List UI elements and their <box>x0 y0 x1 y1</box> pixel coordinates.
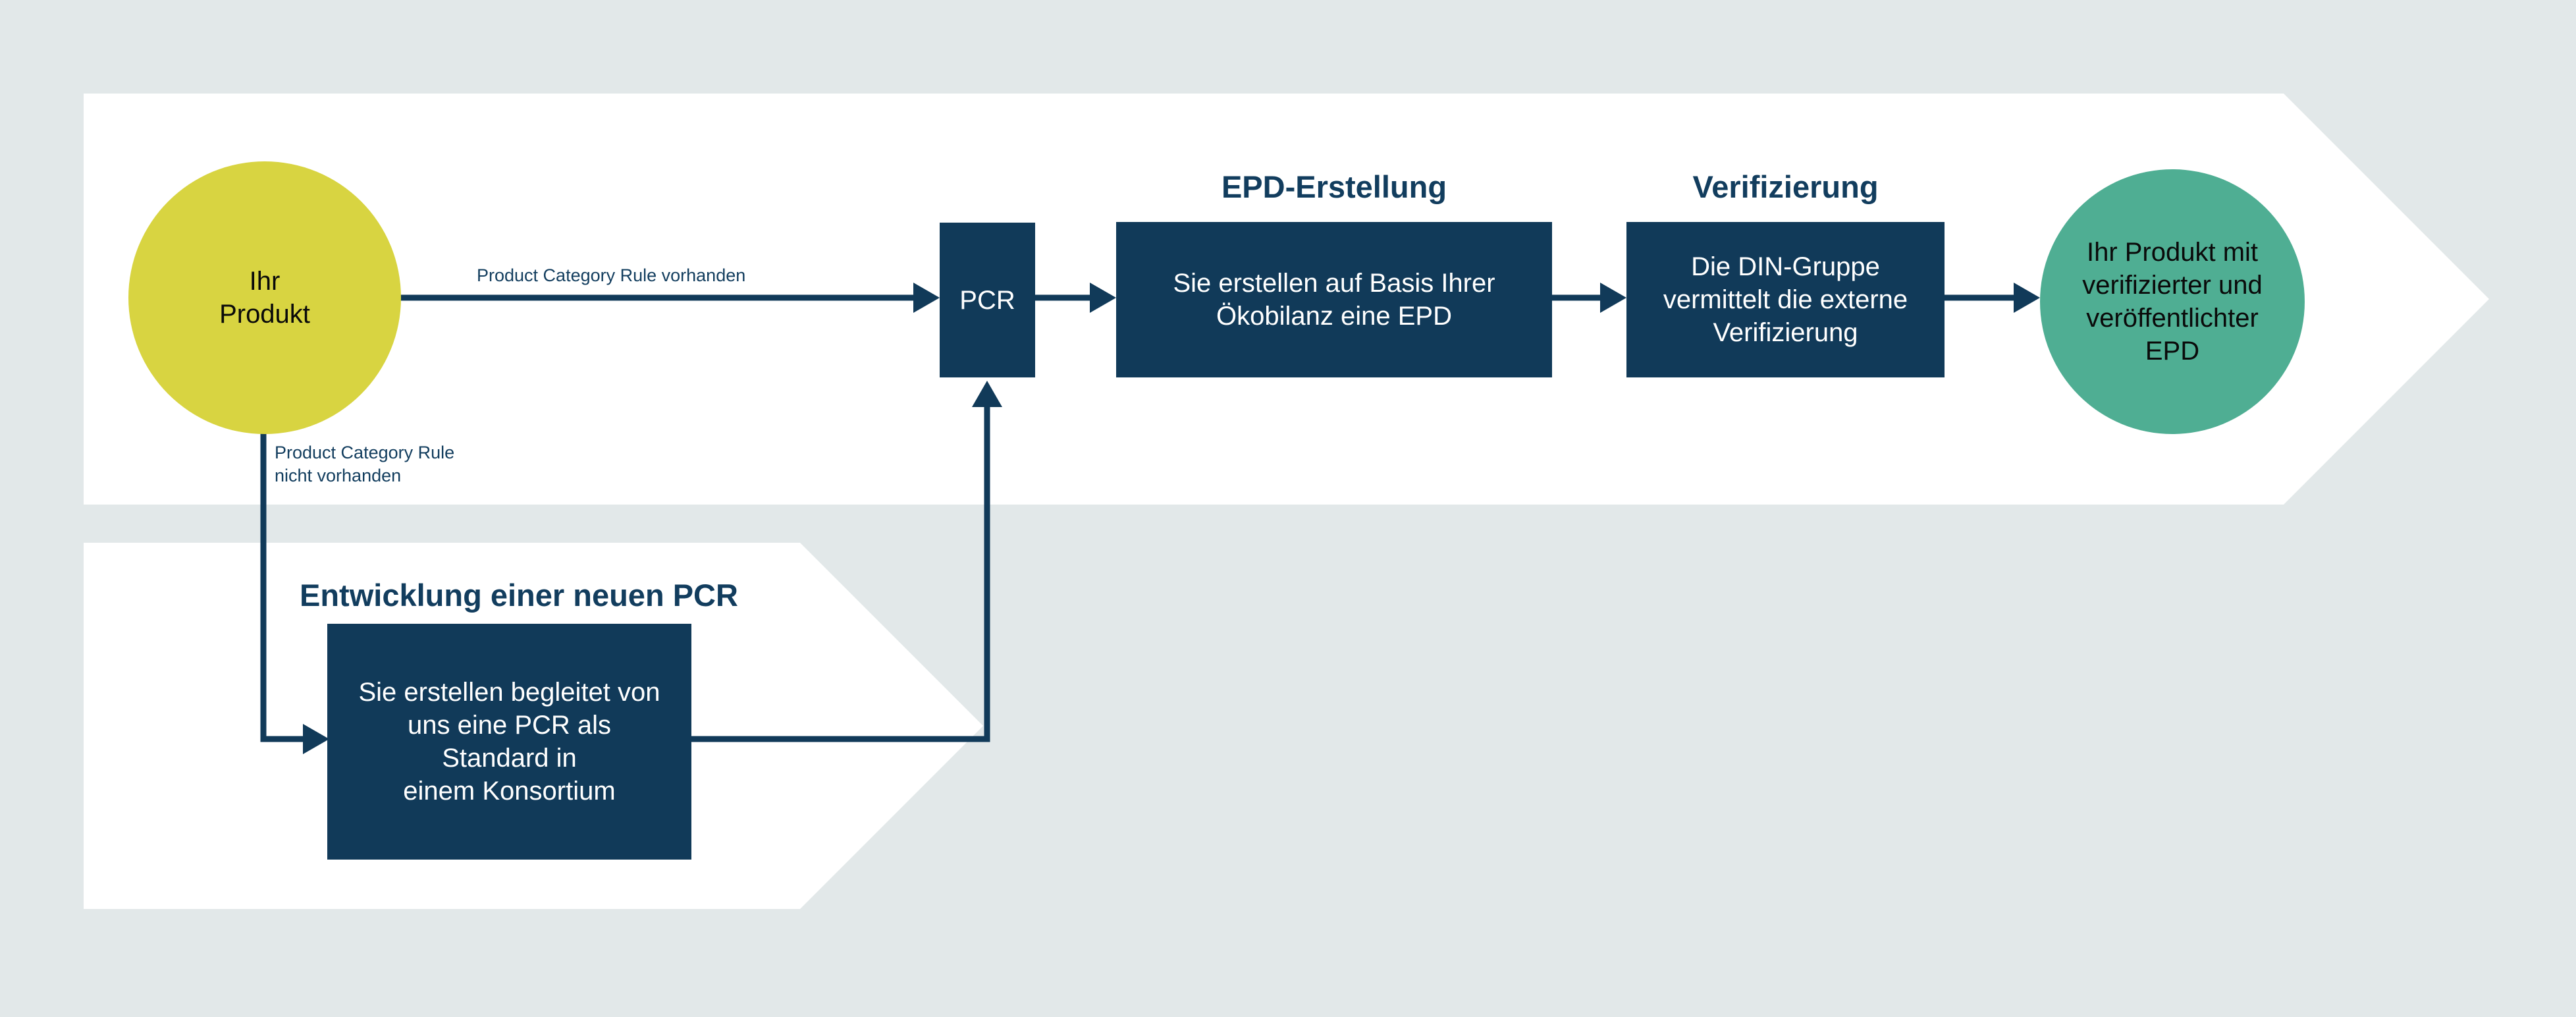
arrowhead-up-into-pcr <box>972 381 1002 407</box>
pcr-node-label: PCR <box>959 285 1015 315</box>
edge-label-pcr-available: Product Category Rule vorhanden <box>477 265 746 285</box>
new-pcr-box: Sie erstellen begleitet von uns eine PCR… <box>327 624 691 860</box>
edge-label-pcr-not-available: Product Category Rule nicht vorhanden <box>275 443 455 485</box>
start-circle: Ihr Produkt <box>128 161 401 434</box>
verification-box-text: Die DIN-Gruppe vermittelt die externe Ve… <box>1663 252 1908 347</box>
new-pcr-heading: Entwicklung einer neuen PCR <box>300 578 738 613</box>
epd-box: Sie erstellen auf Basis Ihrer Ökobilanz … <box>1116 222 1552 377</box>
arrowhead-into-newpcr <box>303 724 329 754</box>
verification-heading: Verifizierung <box>1692 169 1879 204</box>
result-circle-label: Ihr Produkt mit verifizierter und veröff… <box>2082 238 2263 366</box>
arrowhead-into-epd <box>1090 283 1116 313</box>
flow-line-start-to-newpcr <box>260 425 306 742</box>
arrowhead-into-verification <box>1600 283 1626 313</box>
arrowhead-into-pcr <box>913 283 940 313</box>
start-circle-label: Ihr Produkt <box>219 267 310 329</box>
epd-heading: EPD-Erstellung <box>1221 169 1447 204</box>
arrowhead-into-result <box>2014 283 2040 313</box>
verification-box: Die DIN-Gruppe vermittelt die externe Ve… <box>1626 222 1945 377</box>
epd-box-text: Sie erstellen auf Basis Ihrer Ökobilanz … <box>1173 269 1495 331</box>
flow-line-newpcr-to-pcr <box>691 404 990 742</box>
result-circle: Ihr Produkt mit verifizierter und veröff… <box>2040 169 2305 434</box>
pcr-node: PCR <box>940 223 1035 377</box>
new-pcr-box-text: Sie erstellen begleitet von uns eine PCR… <box>358 678 660 806</box>
